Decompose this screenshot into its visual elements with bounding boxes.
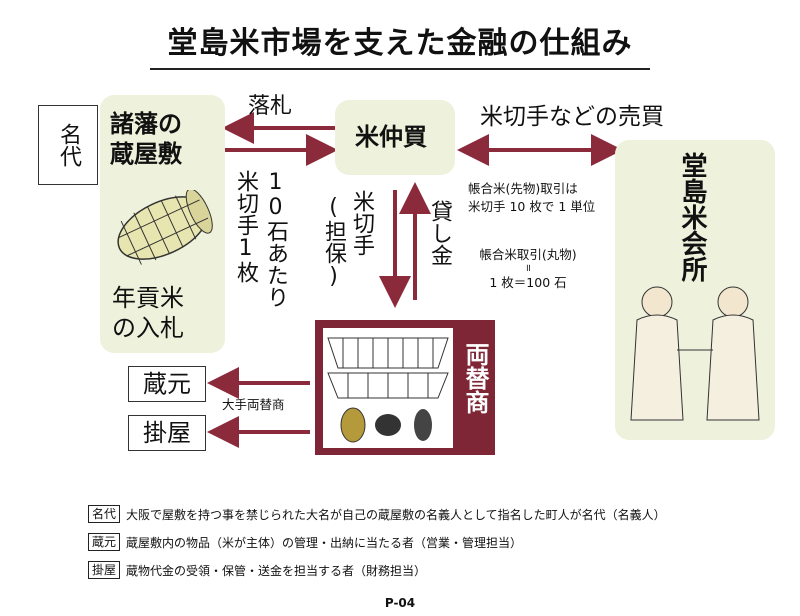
legend-tag: 名代 bbox=[88, 505, 121, 523]
kuramoto-box: 蔵元 bbox=[128, 366, 206, 402]
note-futures: 帳合米(先物)取引は 米切手 10 枚で 1 単位 bbox=[468, 180, 595, 216]
rice-bale-icon bbox=[117, 190, 213, 265]
kitte-label: 米切手 bbox=[349, 190, 374, 256]
note2-line2: 1 枚＝100 石 bbox=[489, 275, 567, 290]
baibai-label: 米切手などの売買 bbox=[480, 104, 664, 130]
legend-tag: 掛屋 bbox=[88, 561, 121, 579]
note-marumono: 帳合米取引(丸物) ॥ 1 枚＝100 石 bbox=[478, 246, 578, 292]
title-underline bbox=[150, 68, 650, 70]
nengumai-label: 年貢米 の入札 bbox=[112, 284, 184, 342]
note2-eq: ॥ bbox=[525, 263, 531, 274]
col1-label: 10石あたり bbox=[263, 170, 288, 308]
note2-line1: 帳合米取引(丸物) bbox=[479, 247, 577, 262]
shop-illustration bbox=[323, 328, 453, 448]
legend-row-kakeya: 掛屋 蔵物代金の受領・保管・送金を担当する者（財務担当） bbox=[88, 561, 426, 579]
dojima-panel: 堂島米会所 bbox=[615, 140, 775, 440]
legend-tag: 蔵元 bbox=[88, 533, 121, 551]
legend-row-myodai: 名代 大阪で屋敷を持つ事を禁じられた大名が自己の蔵屋敷の名義人として指名した町人… bbox=[88, 505, 666, 523]
legend-text: 蔵物代金の受領・保管・送金を担当する者（財務担当） bbox=[126, 563, 427, 578]
merchants-figure-icon bbox=[630, 286, 760, 421]
note1-line2: 米切手 10 枚で 1 単位 bbox=[468, 199, 596, 214]
komenakagai-panel: 米仲買 bbox=[335, 100, 455, 175]
myodai-box: 名代 bbox=[38, 105, 98, 185]
page-title: 堂島米市場を支えた金融の仕組み bbox=[167, 26, 633, 61]
page-number: P-04 bbox=[384, 596, 416, 610]
kashikin-label: 貸し金 bbox=[427, 200, 452, 266]
tanpo-label: (担保) bbox=[321, 195, 346, 289]
kakeya-box: 掛屋 bbox=[128, 415, 206, 451]
ote-label: 大手両替商 bbox=[222, 397, 285, 412]
legend-text: 蔵屋敷内の物品（米が主体）の管理・出納に当たる者（営業・管理担当） bbox=[126, 535, 523, 550]
ryogaesho-box: 両替商 bbox=[315, 320, 495, 455]
ryogaesho-label: 両替商 bbox=[461, 342, 489, 414]
kurayashiki-panel: 諸藩の 蔵屋敷 年貢米 の入札 bbox=[100, 95, 225, 353]
note1-line1: 帳合米(先物)取引は bbox=[468, 181, 578, 196]
col2-label: 米切手1枚 bbox=[233, 170, 258, 283]
legend-row-kuramoto: 蔵元 蔵屋敷内の物品（米が主体）の管理・出納に当たる者（営業・管理担当） bbox=[88, 533, 522, 551]
kurayashiki-label: 諸藩の 蔵屋敷 bbox=[110, 110, 182, 168]
shop-roof-icon bbox=[327, 337, 449, 443]
dojima-label: 堂島米会所 bbox=[677, 152, 707, 282]
komenakagai-label: 米仲買 bbox=[355, 123, 427, 151]
legend-text: 大阪で屋敷を持つ事を禁じられた大名が自己の蔵屋敷の名義人として指名した町人が名代… bbox=[126, 507, 666, 522]
rakusatsu-label: 落札 bbox=[248, 94, 293, 119]
